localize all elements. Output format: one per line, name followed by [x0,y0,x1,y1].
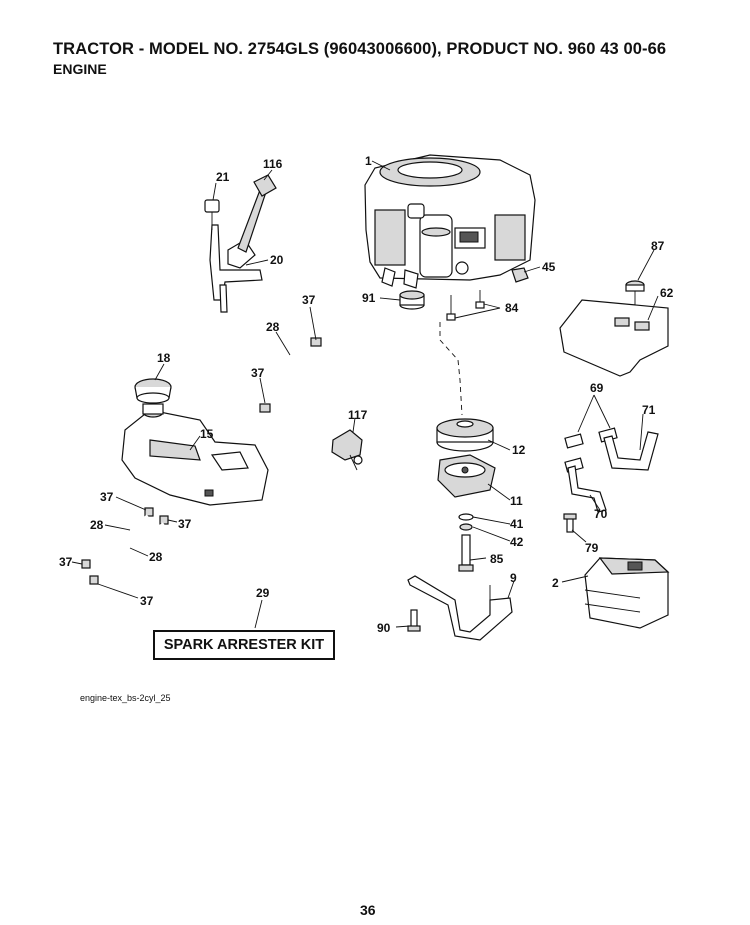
washer-42 [459,523,473,531]
bolt-85 [458,534,474,572]
diagram-reference: engine-tex_bs-2cyl_25 [80,693,171,703]
callout-18: 18 [157,351,171,365]
fuel-line-upper [259,337,322,413]
callout-15: 15 [200,427,214,441]
shutoff-valve-117 [331,429,363,471]
callout-79: 79 [585,541,599,555]
throttle-control [204,174,277,313]
callout-20: 20 [270,253,284,267]
clutch-11 [437,454,496,498]
callout-28-c: 28 [149,550,163,564]
callout-90: 90 [377,621,391,635]
bolts-84 [446,290,485,321]
callout-45: 45 [542,260,556,274]
callout-37-f: 37 [140,594,154,608]
callout-28-b: 28 [90,518,104,532]
engine-part [364,154,536,289]
pulley-12 [436,418,494,452]
exhaust-pipe-71 [603,431,659,471]
callout-84: 84 [505,301,519,315]
heat-shield-62 [559,299,669,377]
fuel-cap-18 [134,378,172,404]
callout-2: 2 [552,576,559,590]
callout-69: 69 [590,381,604,395]
callout-37-b: 37 [251,366,265,380]
callout-28-a: 28 [266,320,280,334]
callout-37-a: 37 [302,293,316,307]
callout-37-c: 37 [100,490,114,504]
callout-42: 42 [510,535,524,549]
page-number: 36 [360,902,376,918]
callout-21: 21 [216,170,230,184]
fuel-line-lower [81,507,169,585]
callout-71: 71 [642,403,656,417]
callout-85: 85 [490,552,504,566]
washer-41 [458,513,474,521]
page-subtitle: ENGINE [53,61,107,77]
bolt-90 [407,609,421,632]
nut-45 [511,267,529,283]
callout-1: 1 [365,154,372,168]
callout-91: 91 [362,291,376,305]
page-title: TRACTOR - MODEL NO. 2754GLS (96043006600… [53,40,667,58]
spacer-91 [399,290,425,310]
fuel-tank-15 [121,403,269,506]
leader-lines [71,160,659,629]
callout-9: 9 [510,571,517,585]
callout-117: 117 [348,408,368,422]
callout-70: 70 [594,507,608,521]
bolt-79 [563,513,577,533]
knob-87 [625,280,645,305]
assembly-line [439,322,463,416]
callout-12: 12 [512,443,526,457]
rod-9 [407,575,513,641]
callout-62: 62 [660,286,674,300]
muffler-2 [584,557,670,629]
callout-87: 87 [651,239,665,253]
exhaust-pipe-70 [567,465,607,513]
spark-arrester-kit-label: SPARK ARRESTER KIT [153,630,335,660]
callout-11: 11 [510,494,523,508]
callout-37-d: 37 [178,517,192,531]
callout-116: 116 [263,157,283,171]
callout-29: 29 [256,586,270,600]
callout-41: 41 [510,517,524,531]
callout-37-e: 37 [59,555,73,569]
